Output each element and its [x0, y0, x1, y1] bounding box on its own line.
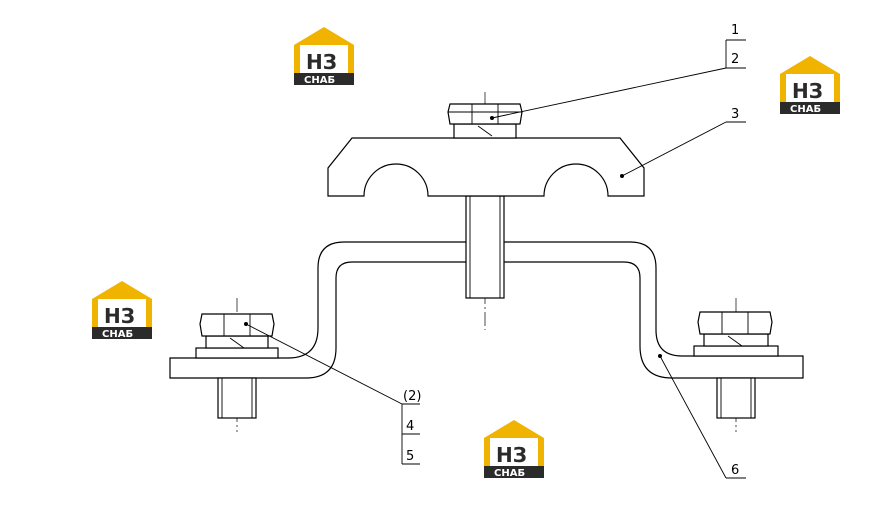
- callout-6: 6: [731, 463, 739, 478]
- watermark-logo: НЗ СНАБ: [294, 27, 354, 86]
- clamp: [327, 137, 645, 197]
- svg-text:НЗ: НЗ: [792, 79, 823, 103]
- leader-2-4-5: [244, 322, 420, 465]
- callout-2: 2: [731, 52, 739, 67]
- svg-text:НЗ: НЗ: [104, 304, 135, 328]
- svg-text:СНАБ: СНАБ: [790, 104, 821, 115]
- right-spring-washer: [703, 333, 769, 347]
- left-washer: [195, 347, 279, 359]
- svg-text:НЗ: НЗ: [306, 50, 337, 74]
- svg-text:СНАБ: СНАБ: [304, 75, 335, 86]
- svg-text:СНАБ: СНАБ: [494, 468, 525, 479]
- center-bolt-shank: [465, 195, 505, 299]
- left-spring-washer: [205, 335, 269, 349]
- watermark-logo: НЗ СНАБ: [780, 56, 840, 115]
- svg-text:НЗ: НЗ: [496, 443, 527, 467]
- right-bolt-shank: [716, 377, 756, 419]
- svg-text:СНАБ: СНАБ: [102, 329, 133, 340]
- right-washer: [693, 345, 779, 357]
- left-bolt-shank: [217, 377, 257, 419]
- bracket: [169, 241, 804, 379]
- callout-5: 5: [406, 449, 414, 464]
- left-nut: [199, 313, 275, 337]
- leader-1-2: [490, 39, 746, 120]
- callout-2-ref: (2): [403, 389, 421, 404]
- leader-6: [658, 354, 746, 479]
- callout-1: 1: [731, 23, 739, 38]
- leader-3: [620, 121, 746, 178]
- right-nut: [697, 311, 773, 335]
- watermark-logo: НЗ СНАБ: [484, 420, 544, 479]
- callout-4: 4: [406, 419, 414, 434]
- callout-3: 3: [731, 107, 739, 122]
- watermark-logo: НЗ СНАБ: [92, 281, 152, 340]
